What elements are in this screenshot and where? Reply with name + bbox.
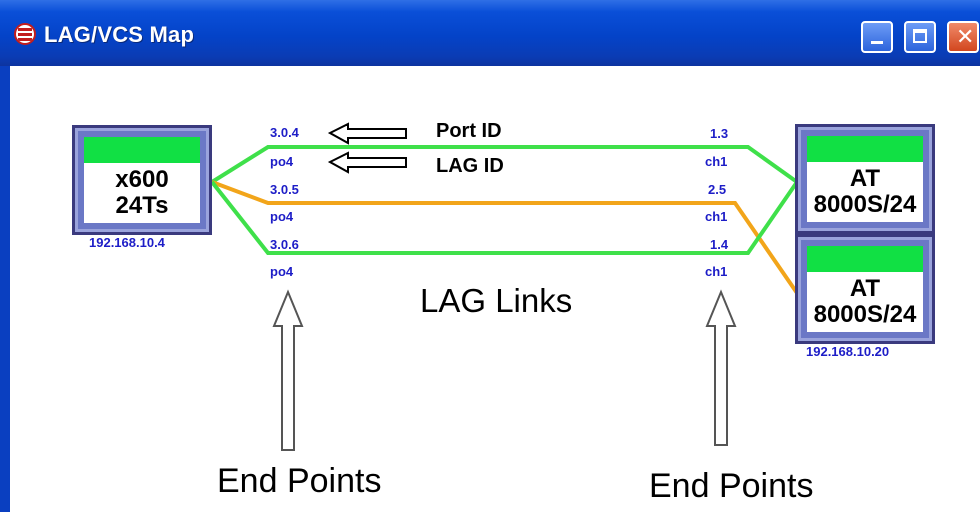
link-line-1 bbox=[210, 145, 799, 184]
device-label: x600 24Ts bbox=[84, 163, 200, 223]
device-status-bar bbox=[84, 137, 200, 163]
port-label-right[interactable]: 1.3 bbox=[710, 126, 729, 141]
device-label: AT 8000S/24 bbox=[807, 272, 923, 332]
port-label-left[interactable]: 3.0.4 bbox=[270, 125, 299, 140]
app-logo-icon[interactable] bbox=[14, 23, 36, 45]
end-points-right-annotation: End Points bbox=[649, 467, 814, 505]
lag-links-annotation: LAG Links bbox=[420, 282, 573, 319]
maximize-button[interactable] bbox=[904, 21, 936, 53]
device-ip-right: 192.168.10.20 bbox=[806, 344, 890, 359]
link-line-3 bbox=[210, 180, 799, 255]
window-title: LAG/VCS Map bbox=[44, 22, 195, 47]
port-id-annotation: Port ID bbox=[436, 120, 502, 142]
lag-label-left[interactable]: po4 bbox=[270, 209, 294, 224]
minimize-button[interactable] bbox=[861, 21, 893, 53]
device-x600[interactable]: x600 24Ts bbox=[72, 125, 212, 235]
port-id-arrow-icon bbox=[327, 122, 407, 145]
device-label: AT 8000S/24 bbox=[807, 162, 923, 222]
window-left-border bbox=[0, 66, 10, 512]
lag-label-right[interactable]: ch1 bbox=[705, 264, 728, 279]
device-at8000s-top[interactable]: AT 8000S/24 bbox=[795, 124, 935, 234]
port-label-left[interactable]: 3.0.5 bbox=[270, 182, 299, 197]
device-ip-left: 192.168.10.4 bbox=[89, 235, 165, 250]
lag-label-right[interactable]: ch1 bbox=[705, 154, 728, 169]
title-bar[interactable]: LAG/VCS Map bbox=[0, 0, 980, 66]
link-line-2 bbox=[211, 180, 799, 295]
end-points-left-arrow-icon bbox=[272, 289, 304, 451]
lag-id-arrow-icon bbox=[327, 151, 407, 174]
lag-id-annotation: LAG ID bbox=[436, 155, 504, 177]
device-status-bar bbox=[807, 246, 923, 272]
lag-label-left[interactable]: po4 bbox=[270, 264, 294, 279]
lag-label-right[interactable]: ch1 bbox=[705, 209, 728, 224]
device-status-bar bbox=[807, 136, 923, 162]
end-points-right-arrow-icon bbox=[705, 289, 737, 446]
lag-label-left[interactable]: po4 bbox=[270, 154, 294, 169]
device-at8000s-bottom[interactable]: AT 8000S/24 bbox=[795, 234, 935, 344]
close-button[interactable] bbox=[947, 21, 979, 53]
port-label-right[interactable]: 2.5 bbox=[708, 182, 727, 197]
end-points-left-annotation: End Points bbox=[217, 462, 382, 500]
port-label-right[interactable]: 1.4 bbox=[710, 237, 729, 252]
port-label-left[interactable]: 3.0.6 bbox=[270, 237, 299, 252]
